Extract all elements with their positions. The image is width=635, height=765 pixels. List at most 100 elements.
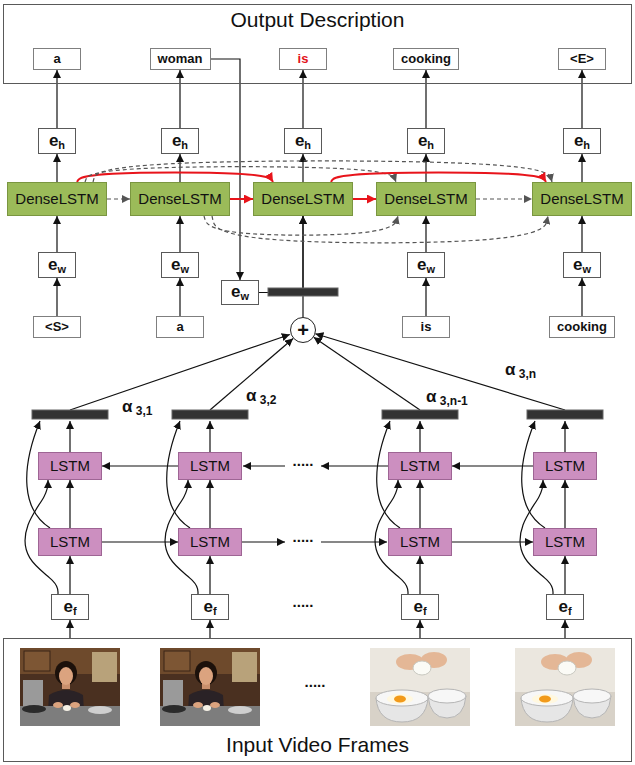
- connector-arrow: [425, 154, 426, 182]
- connector-arrow: [209, 620, 210, 638]
- connector-arrow: [209, 556, 210, 594]
- node-text: DenseLSTM: [384, 190, 467, 207]
- state-arrow: [209, 421, 210, 452]
- embedding-box: ef: [401, 594, 439, 620]
- lstm-cell: LSTM: [533, 528, 597, 556]
- node-text: eh: [295, 131, 311, 152]
- frame-box: Output Description a woman is cooking <E>: [3, 4, 632, 84]
- sum-node: +: [290, 317, 316, 343]
- connector-arrow: [452, 465, 533, 466]
- node-text: eh: [418, 131, 434, 152]
- node-text: LSTM: [50, 533, 90, 550]
- connector-arrow: [69, 620, 70, 638]
- word-box: cooking: [393, 48, 459, 70]
- connector-arrow: [476, 198, 532, 199]
- node-text: LSTM: [190, 533, 230, 550]
- connector-arrow: [179, 216, 180, 252]
- connector-arrow: [56, 70, 57, 128]
- node-text: eh: [49, 131, 65, 152]
- embedding-box: ef: [51, 594, 89, 620]
- connector-arrow: [452, 541, 533, 542]
- node-text: ew: [171, 255, 189, 276]
- embedding-box: ew: [407, 252, 445, 278]
- node-text: woman: [158, 52, 203, 67]
- video-frame: [515, 648, 615, 726]
- node-text: ef: [63, 597, 76, 618]
- attention-arrow: [210, 339, 293, 411]
- video-frame: [160, 648, 260, 726]
- lstm-cell: LSTM: [38, 452, 102, 480]
- state-arrow: [69, 421, 70, 452]
- word-box: a: [33, 48, 81, 70]
- connector-arrow: [102, 541, 178, 542]
- connector-arrow: [419, 480, 420, 528]
- connector-arrow: [419, 556, 420, 594]
- node-text: cooking: [401, 52, 451, 67]
- embedding-box: eh: [284, 128, 322, 154]
- video-frame: [370, 648, 470, 726]
- node-text: +: [297, 320, 309, 340]
- connector-arrow: [581, 278, 582, 316]
- dense-lstm-cell: DenseLSTM: [7, 182, 107, 216]
- lstm-cell: LSTM: [388, 452, 452, 480]
- attention-weight: α 3,1: [122, 397, 152, 419]
- state-arrow: [564, 421, 565, 452]
- connector-arrow: [419, 620, 420, 638]
- frame-title: Input Video Frames: [226, 733, 409, 757]
- connector-arrow: [56, 278, 57, 316]
- embedding-box: eh: [407, 128, 445, 154]
- attention-arrow: [70, 335, 290, 411]
- word-box: woman: [150, 48, 211, 70]
- connector-arrow: [302, 216, 303, 317]
- connector-arrow: [212, 216, 548, 243]
- word-box: <E>: [558, 48, 606, 70]
- embedding-box: ef: [546, 594, 584, 620]
- ellipsis: .....: [293, 528, 314, 545]
- word-box: cooking: [549, 316, 615, 338]
- connector-arrow: [69, 556, 70, 594]
- hidden-state-bar: [172, 410, 248, 419]
- embedding-box: eh: [563, 128, 601, 154]
- embedding-box: ew: [221, 280, 259, 305]
- connector-arrow: [331, 172, 546, 182]
- video-frame: [20, 648, 120, 726]
- lstm-cell: LSTM: [178, 528, 242, 556]
- embedding-box: ew: [161, 252, 199, 278]
- connector-arrow: [102, 465, 178, 466]
- recurrent-arrow: [243, 465, 285, 466]
- connector-arrow: [259, 216, 303, 293]
- lstm-cell: LSTM: [388, 528, 452, 556]
- connector-arrow: [211, 59, 241, 280]
- connector-arrow: [581, 70, 582, 128]
- hidden-state-bar: [527, 410, 603, 419]
- node-text: ef: [413, 597, 426, 618]
- node-text: eh: [574, 131, 590, 152]
- dense-lstm-cell: DenseLSTM: [130, 182, 230, 216]
- node-text: ew: [48, 255, 66, 276]
- dense-lstm-cell: DenseLSTM: [253, 182, 353, 216]
- hidden-state-bar: [382, 410, 458, 419]
- connector-arrow: [581, 154, 582, 182]
- dense-lstm-cell: DenseLSTM: [376, 182, 476, 216]
- attention-weight: α 3,n-1: [426, 387, 468, 409]
- ellipsis: .....: [305, 673, 326, 690]
- node-text: a: [176, 320, 183, 335]
- attention-weight: α 3,n: [505, 360, 536, 382]
- connector-arrow: [56, 216, 57, 252]
- connector-arrow: [564, 480, 565, 528]
- recurrent-arrow: [321, 465, 388, 466]
- connector-arrow: [564, 556, 565, 594]
- lstm-cell: LSTM: [178, 452, 242, 480]
- node-text: DenseLSTM: [540, 190, 623, 207]
- concat-bar: [268, 288, 338, 296]
- frame-box: Input Video Frames: [3, 638, 632, 762]
- lstm-cell: LSTM: [38, 528, 102, 556]
- connector-arrow: [179, 70, 180, 128]
- node-text: LSTM: [400, 457, 440, 474]
- embedding-box: ew: [563, 252, 601, 278]
- connector-arrow: [302, 154, 303, 182]
- node-text: is: [298, 52, 309, 67]
- node-text: ew: [417, 255, 435, 276]
- frame-title: Output Description: [231, 8, 405, 32]
